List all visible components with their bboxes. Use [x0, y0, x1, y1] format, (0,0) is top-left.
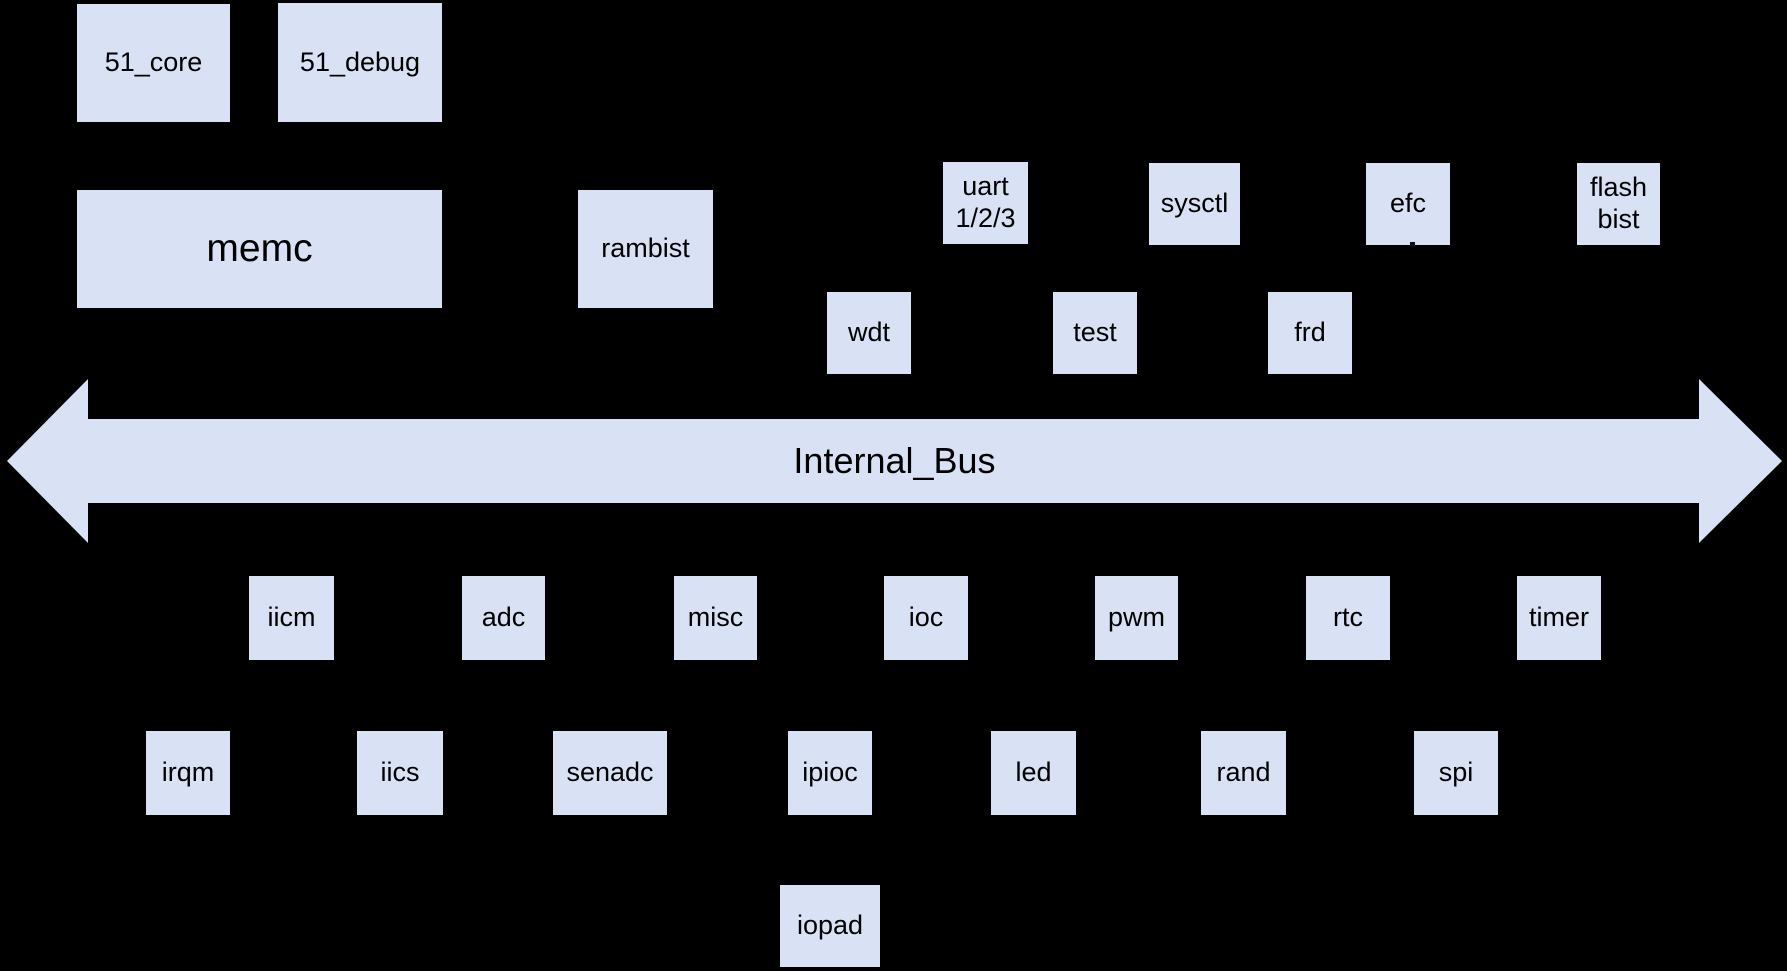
- block-label-led: led: [1015, 757, 1052, 788]
- block-label-efc: efc: [1389, 188, 1427, 219]
- block-senadc[interactable]: senadc: [553, 731, 667, 815]
- block-timer[interactable]: timer: [1517, 576, 1601, 660]
- block-sysctl[interactable]: sysctl: [1149, 163, 1240, 245]
- block-label-pwm: pwm: [1107, 602, 1165, 633]
- block-label-flash_bist: flash bist: [1589, 172, 1648, 234]
- block-label-adc: adc: [481, 602, 526, 633]
- block-iics[interactable]: iics: [357, 731, 443, 815]
- block-pwm[interactable]: pwm: [1095, 576, 1178, 660]
- block-label-irqm: irqm: [161, 757, 215, 788]
- block-adc[interactable]: adc: [462, 576, 545, 660]
- block-label-iopad: iopad: [796, 910, 864, 941]
- block-iicm[interactable]: iicm: [249, 576, 334, 660]
- block-label-senadc: senadc: [566, 757, 654, 788]
- block-label-51_core: 51_core: [104, 47, 203, 78]
- block-51_core[interactable]: 51_core: [77, 4, 230, 122]
- block-label-iics: iics: [380, 757, 420, 788]
- block-led[interactable]: led: [991, 731, 1076, 815]
- block-spi[interactable]: spi: [1414, 731, 1498, 815]
- block-label-rand: rand: [1216, 757, 1271, 788]
- internal-bus-label: Internal_Bus: [793, 440, 996, 481]
- block-label-misc: misc: [687, 602, 744, 633]
- block-memc[interactable]: memc: [77, 190, 442, 308]
- block-label-frd: frd: [1294, 317, 1326, 348]
- block-ioc[interactable]: ioc: [884, 576, 968, 660]
- block-rambist[interactable]: rambist: [578, 190, 713, 308]
- block-test[interactable]: test: [1053, 292, 1137, 374]
- block-wdt[interactable]: wdt: [827, 292, 911, 374]
- block-flash_bist[interactable]: flash bist: [1577, 163, 1660, 245]
- block-label-spi: spi: [1438, 757, 1474, 788]
- block-label-test: test: [1073, 317, 1117, 348]
- block-rand[interactable]: rand: [1201, 731, 1286, 815]
- block-frd[interactable]: frd: [1268, 292, 1352, 374]
- block-label-uart123: uart 1/2/3: [955, 171, 1016, 233]
- block-rtc[interactable]: rtc: [1306, 576, 1390, 660]
- block-label-wdt: wdt: [847, 317, 891, 348]
- block-efc[interactable]: efc: [1366, 163, 1450, 245]
- internal-bus-arrow[interactable]: Internal_Bus: [7, 379, 1782, 543]
- block-label-51_debug: 51_debug: [299, 46, 421, 77]
- block-iopad[interactable]: iopad: [780, 885, 880, 967]
- block-51_debug[interactable]: 51_debug: [278, 3, 442, 122]
- block-ipioc[interactable]: ipioc: [788, 731, 872, 815]
- block-label-rtc: rtc: [1333, 602, 1363, 633]
- block-label-iicm: iicm: [267, 602, 316, 633]
- block-irqm[interactable]: irqm: [146, 731, 230, 815]
- cursor-artifact-dot: [1410, 242, 1415, 247]
- block-label-ipioc: ipioc: [802, 757, 858, 788]
- block-misc[interactable]: misc: [674, 576, 757, 660]
- block-uart123[interactable]: uart 1/2/3: [943, 162, 1028, 244]
- block-label-rambist: rambist: [601, 233, 690, 264]
- block-label-memc: memc: [206, 227, 313, 271]
- block-label-sysctl: sysctl: [1160, 188, 1229, 219]
- block-label-timer: timer: [1529, 602, 1589, 633]
- block-label-ioc: ioc: [908, 602, 944, 633]
